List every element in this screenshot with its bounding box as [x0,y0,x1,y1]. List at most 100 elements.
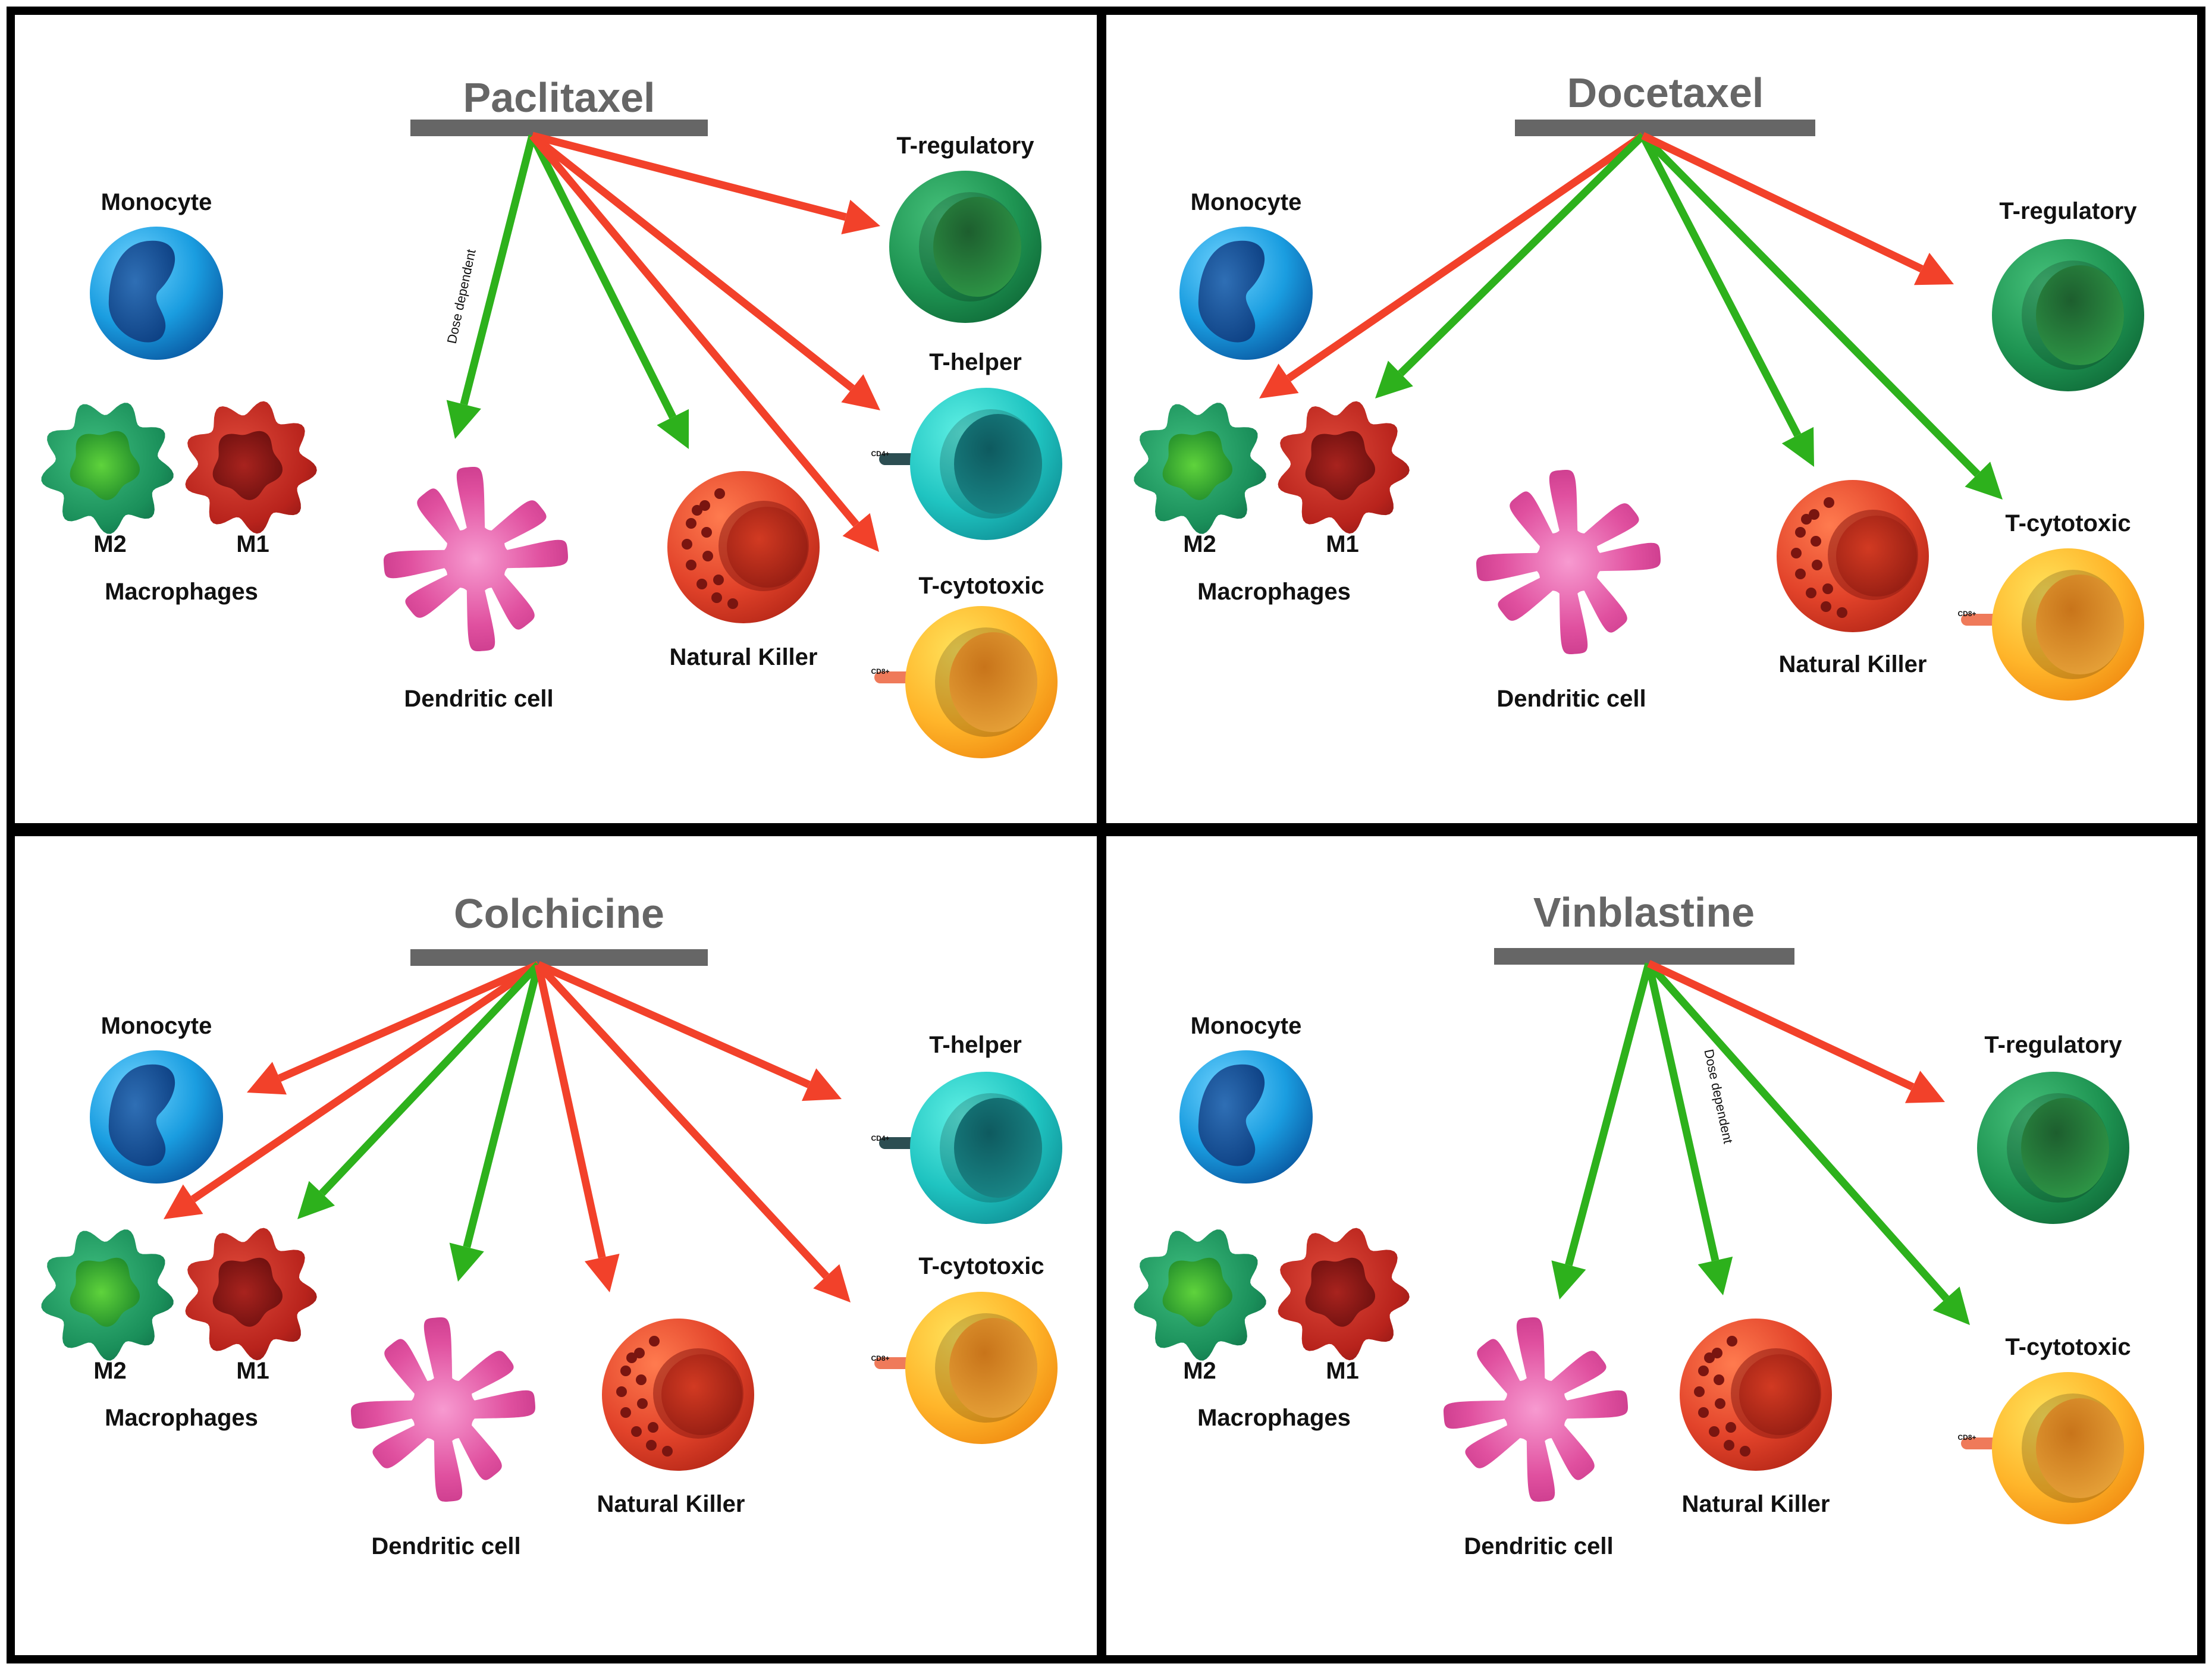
t-regulatory-nucleus [2036,265,2124,365]
m1-macrophage-nucleus [1305,431,1375,500]
drug-bar [1515,120,1815,136]
granule [682,539,692,550]
natural-killer-nucleus [1836,516,1917,597]
granule [1806,588,1816,598]
granule [699,500,710,511]
arrow-inhibits-t-helper [536,961,811,1088]
granule [686,560,696,570]
granule [1712,1348,1722,1358]
arrowhead-inhibits [1259,363,1299,398]
granule [1801,514,1812,525]
t-cytotoxic-nucleus [949,1318,1037,1418]
arrowhead-inhibits [1913,253,1954,285]
arrow-stimulates-dendritic-cell [1565,962,1653,1266]
drug-bar [410,120,708,136]
granule [1698,1407,1709,1418]
granule [662,1446,673,1457]
m2-macrophage-nucleus [1162,1257,1232,1327]
arrow-inhibits-t-regulatory [531,131,847,221]
arrow-stimulates-dendritic-cell [460,134,536,406]
m1-label: M1 [236,531,269,557]
arrow-stimulates-t-cytotoxic [1640,133,1981,477]
arrow-stimulates-natural-killer [1639,134,1802,437]
m2-macrophage-nucleus [70,431,140,500]
m1-label: M1 [1326,531,1359,557]
arrowhead-stimulates [297,1181,335,1219]
m2-label: M2 [93,531,127,557]
arrow-inhibits-t-helper [529,132,855,391]
m1-label: M1 [236,1358,269,1384]
cd8-marker-label: CD8+ [1957,610,1976,618]
dendritic-cell-label: Dendritic cell [404,686,553,712]
dose-dependent-note: Dose dependent [444,248,479,345]
t-helper-nucleus [954,414,1042,514]
drug-title: Docetaxel [1567,70,1764,116]
arrow-stimulates-natural-killer [1645,962,1720,1261]
granule [1824,497,1834,508]
figure-frame [7,7,2205,1663]
dendritic-cell-label: Dendritic cell [371,1533,520,1559]
granule [713,575,724,585]
granule [1714,1374,1724,1385]
natural-killer-label: Natural Killer [597,1491,745,1517]
m1-macrophage-nucleus [212,431,283,500]
monocyte-label: Monocyte [1191,1013,1302,1039]
granule [1791,548,1802,558]
monocyte-nucleus [1198,1064,1265,1166]
drug-bar [410,949,708,966]
granule [714,488,725,499]
dendritic-cell-label: Dendritic cell [1464,1533,1613,1559]
arrowhead-inhibits [801,1068,842,1101]
monocyte-nucleus [1198,240,1265,343]
t-cytotoxic-nucleus [2036,575,2124,674]
t-cytotoxic-label: T-cytotoxic [918,1253,1044,1279]
arrow-inhibits-t-cytotoxic [535,962,830,1279]
granule [727,598,738,609]
granule [637,1398,648,1409]
arrowhead-stimulates [1965,462,2003,500]
arrowhead-stimulates [1375,360,1413,398]
natural-killer-nucleus [661,1354,742,1435]
monocyte-nucleus [108,1064,175,1166]
arrowhead-inhibits [841,374,880,410]
natural-killer-label: Natural Killer [1682,1491,1830,1517]
granule [648,1422,658,1433]
macrophages-label: Macrophages [105,579,258,605]
arrowhead-inhibits [813,1264,851,1302]
arrowhead-inhibits [842,513,879,552]
arrow-inhibits-t-regulatory [1641,132,1924,272]
m2-label: M2 [1183,1358,1216,1384]
arrowhead-inhibits [1904,1071,1945,1103]
granule [1811,536,1821,547]
macrophages-label: Macrophages [1197,579,1351,605]
m1-macrophage-nucleus [212,1257,283,1327]
granule [1724,1440,1734,1451]
arrowhead-inhibits [164,1184,203,1219]
arrow-stimulates-t-cytotoxic [1646,961,1950,1301]
granule [686,518,696,529]
dendritic-cell-label: Dendritic cell [1496,686,1646,712]
arrowhead-stimulates [446,400,481,439]
cd8-marker-label: CD8+ [1957,1433,1976,1442]
granule [711,592,722,603]
arrowhead-stimulates [657,409,689,449]
granule [631,1426,642,1437]
granule [646,1440,657,1451]
granule [636,1374,647,1385]
granule [649,1336,660,1346]
granule [1704,1352,1715,1363]
m2-label: M2 [1183,531,1216,557]
t-cytotoxic-label: T-cytotoxic [918,573,1044,599]
natural-killer-label: Natural Killer [1779,651,1927,677]
cd8-marker-label: CD8+ [871,1354,889,1363]
m1-label: M1 [1326,1358,1359,1384]
granule [1694,1386,1705,1397]
arrow-inhibits-m2 [1286,132,1645,382]
macrophages-label: Macrophages [1197,1405,1351,1431]
drug-bar [1494,948,1794,965]
